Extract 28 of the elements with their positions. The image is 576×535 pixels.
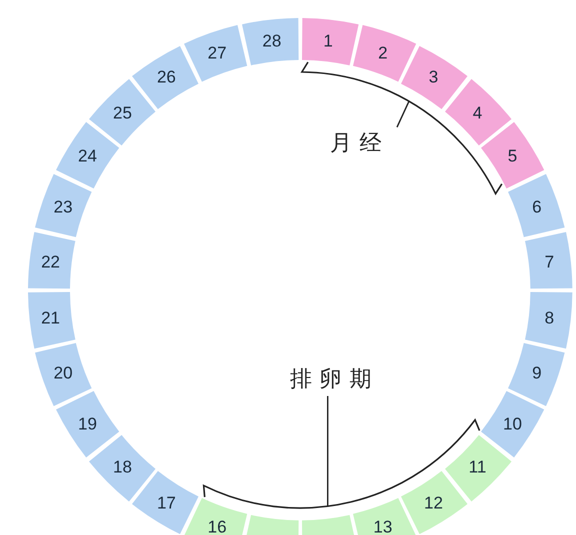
day-number: 23 [54,198,73,216]
day-number: 6 [532,198,542,216]
day-number: 22 [41,253,60,270]
day-number: 11 [468,458,486,476]
day-number: 13 [373,518,392,535]
day-number: 27 [208,44,227,62]
phase-label: 排卵期 [290,368,380,390]
phase-label: 月经 [330,132,390,154]
day-number: 20 [54,364,73,382]
day-number: 3 [428,68,438,86]
day-number: 19 [78,415,97,432]
day-number: 21 [41,310,60,327]
day-number: 24 [78,148,97,165]
day-number: 8 [544,310,554,327]
day-number: 4 [472,104,482,121]
day-number: 9 [532,364,542,382]
day-number: 12 [424,494,443,512]
day-number: 16 [208,518,227,535]
day-number: 7 [544,253,554,270]
day-number: 17 [156,494,176,512]
day-number: 2 [378,44,388,62]
day-number: 1 [323,32,333,50]
day-number: 5 [508,148,518,165]
day-number: 25 [113,104,132,121]
day-number: 26 [156,68,176,86]
day-number: 18 [113,458,132,476]
day-number: 28 [262,32,282,50]
day-number: 10 [503,415,522,432]
